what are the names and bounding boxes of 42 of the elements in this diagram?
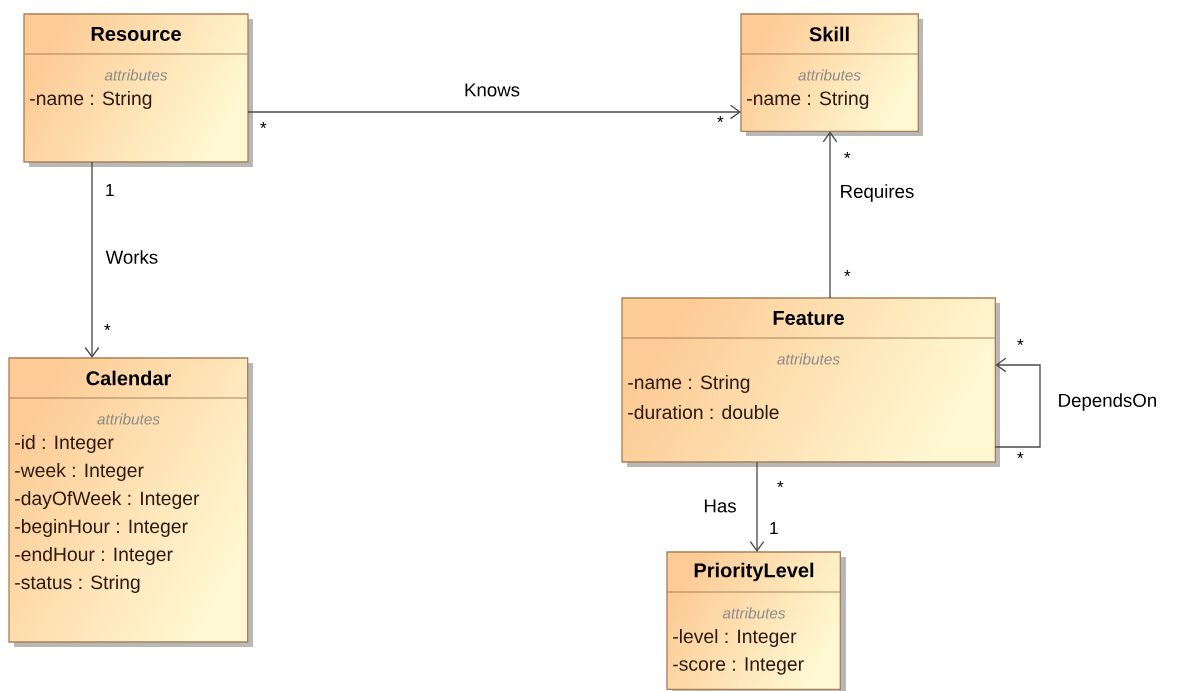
multiplicity-label: * bbox=[844, 152, 851, 159]
association-arrow bbox=[994, 357, 1041, 448]
attribute-text: -name : String bbox=[747, 91, 869, 109]
class-name: Resource bbox=[91, 27, 181, 41]
attribute-text: -duration : double bbox=[628, 404, 779, 420]
stereotype-label: attributes bbox=[777, 353, 840, 365]
edge-label: Has bbox=[702, 498, 738, 514]
attribute-text: -id : Integer bbox=[15, 435, 114, 453]
attribute-text: -score : Integer bbox=[673, 657, 804, 675]
multiplicity-label: * bbox=[844, 270, 851, 277]
attribute-text: -endHour : Integer bbox=[15, 547, 173, 565]
attribute-text: -name : String bbox=[30, 91, 152, 109]
multiplicity-label: * bbox=[1017, 339, 1024, 346]
multiplicity-label: * bbox=[717, 116, 724, 123]
attribute-text: -week : Integer bbox=[15, 463, 144, 481]
stereotype-label: attributes bbox=[798, 69, 861, 81]
attribute-text: -dayOfWeek : Integer bbox=[15, 491, 200, 509]
class-name: Feature bbox=[773, 311, 844, 325]
stereotype-label: attributes bbox=[722, 607, 786, 619]
attribute-text: -level : Integer bbox=[673, 629, 797, 647]
association-arrow bbox=[247, 104, 741, 120]
attribute-text: -status : String bbox=[15, 575, 140, 593]
edge-label: Requires bbox=[838, 182, 916, 204]
multiplicity-label: * bbox=[1017, 452, 1024, 459]
multiplicity-label: * bbox=[260, 122, 267, 129]
stereotype-label: attributes bbox=[97, 413, 160, 425]
class-name: Skill bbox=[809, 26, 849, 42]
association-arrow bbox=[84, 161, 100, 358]
stereotype-label: attributes bbox=[104, 69, 168, 81]
association-arrow bbox=[749, 461, 765, 552]
edge-label: DependsOn bbox=[1056, 391, 1159, 413]
multiplicity-label: 1 bbox=[770, 522, 778, 534]
attribute-text: -beginHour : Integer bbox=[15, 519, 188, 537]
class-name: Calendar bbox=[86, 370, 171, 386]
association-arrow bbox=[822, 131, 838, 299]
attribute-text: -name : String bbox=[628, 375, 750, 393]
edge-label: Knows bbox=[462, 82, 522, 98]
multiplicity-label: * bbox=[777, 481, 784, 488]
class-name: PriorityLevel bbox=[694, 562, 814, 582]
edge-label: Works bbox=[104, 248, 160, 266]
multiplicity-label: 1 bbox=[106, 184, 114, 196]
multiplicity-label: * bbox=[104, 324, 111, 331]
